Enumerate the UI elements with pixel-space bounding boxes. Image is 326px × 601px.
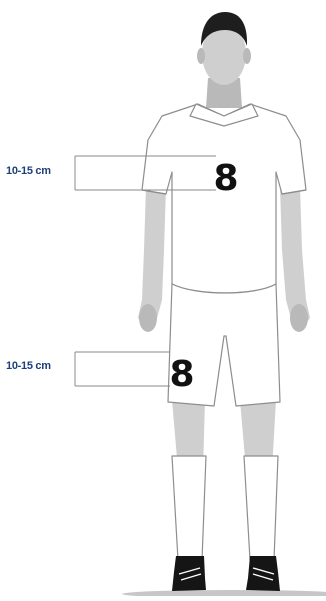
shirt-number: 8 — [213, 158, 238, 199]
right-sock — [244, 456, 278, 560]
lower-measurement-label: 10-15 cm — [6, 360, 51, 372]
left-sock — [172, 456, 206, 560]
left-hand — [139, 304, 157, 332]
right-hand — [290, 304, 308, 332]
head — [197, 12, 251, 85]
lower-measurement-guide — [75, 352, 170, 386]
shorts-number: 8 — [169, 354, 194, 395]
upper-measurement-label: 10-15 cm — [6, 165, 51, 177]
football-boot-icon — [172, 556, 280, 591]
ground-shadow — [122, 590, 326, 596]
